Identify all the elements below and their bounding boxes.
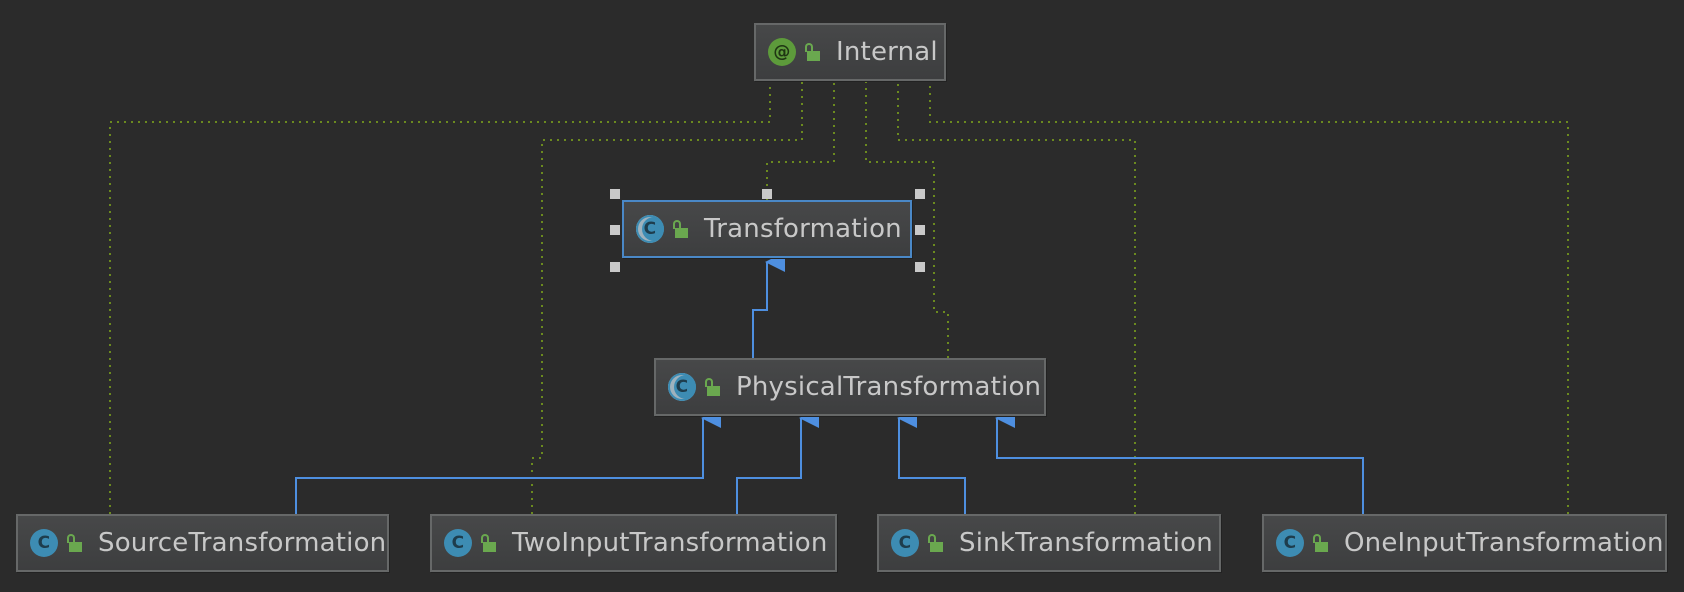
node-internal[interactable]: @ Internal: [754, 23, 946, 81]
public-lock-icon: [480, 534, 496, 552]
annotation-edge-source: [109, 80, 771, 514]
extends-edge-sink: [897, 408, 966, 514]
public-lock-icon: [66, 534, 82, 552]
annotation-icon: @: [768, 38, 796, 66]
node-label: SinkTransformation: [959, 528, 1213, 558]
node-sink-transformation[interactable]: C SinkTransformation: [877, 514, 1221, 572]
node-oneinput-transformation[interactable]: C OneInputTransformation: [1262, 514, 1667, 572]
abstract-class-icon: C: [668, 373, 696, 401]
extends-edge-physical: [752, 252, 785, 358]
annotation-edge-sink: [897, 80, 1136, 514]
public-lock-icon: [672, 220, 688, 238]
extends-edge-twoinput: [736, 408, 819, 514]
class-icon: C: [30, 529, 58, 557]
extends-edge-source: [295, 408, 721, 514]
node-label: Internal: [836, 37, 938, 67]
node-transformation[interactable]: C Transformation: [622, 200, 912, 258]
resize-handle-se[interactable]: [915, 262, 925, 272]
resize-handle-nw[interactable]: [610, 189, 620, 199]
node-label: TwoInputTransformation: [512, 528, 828, 558]
node-physical-transformation[interactable]: C PhysicalTransformation: [654, 358, 1046, 416]
public-lock-icon: [927, 534, 943, 552]
annotation-edge-twoinput: [531, 80, 803, 514]
resize-handle-w[interactable]: [610, 225, 620, 235]
annotation-edge-oneinput: [929, 80, 1569, 514]
class-icon: C: [891, 529, 919, 557]
resize-handle-sw[interactable]: [610, 262, 620, 272]
resize-handle-ne[interactable]: [915, 189, 925, 199]
resize-handle-e[interactable]: [915, 225, 925, 235]
node-label: Transformation: [704, 214, 902, 244]
node-label: OneInputTransformation: [1344, 528, 1664, 558]
node-label: SourceTransformation: [98, 528, 387, 558]
class-icon: C: [444, 529, 472, 557]
node-twoinput-transformation[interactable]: C TwoInputTransformation: [430, 514, 837, 572]
class-icon: C: [1276, 529, 1304, 557]
annotation-edge-transformation: [766, 80, 835, 200]
abstract-class-icon: C: [636, 215, 664, 243]
public-lock-icon: [804, 43, 820, 61]
extends-edge-oneinput: [995, 408, 1364, 514]
annotation-edge-physical: [865, 80, 949, 358]
public-lock-icon: [704, 378, 720, 396]
node-source-transformation[interactable]: C SourceTransformation: [16, 514, 389, 572]
node-label: PhysicalTransformation: [736, 372, 1042, 402]
public-lock-icon: [1312, 534, 1328, 552]
resize-handle-n[interactable]: [762, 189, 772, 199]
